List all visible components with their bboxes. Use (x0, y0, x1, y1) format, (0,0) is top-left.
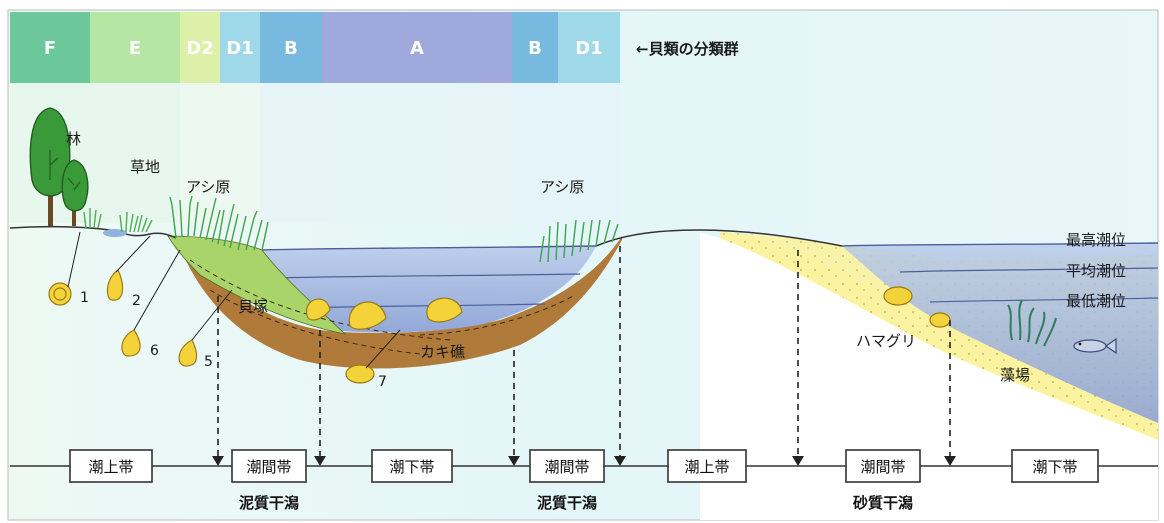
band-label-d1-right: D1 (575, 38, 602, 59)
label-low-tide: 最低潮位 (1066, 292, 1126, 310)
band-f (10, 12, 90, 83)
label-shell-mound: 貝塚 (238, 298, 268, 316)
forest-trees-icon (29, 107, 89, 226)
reed-left-icon (169, 195, 269, 251)
band-label-a: A (410, 38, 424, 59)
band-d1-left (220, 12, 260, 83)
flat-type-mud-1: 泥質干潟 (239, 494, 299, 512)
label-reed-left: アシ原 (186, 178, 230, 196)
band-label-d1-left: D1 (226, 38, 253, 59)
label-oyster-reef: カキ礁 (420, 343, 465, 361)
shell-number-7: 7 (378, 374, 387, 390)
flat-type-mud-2: 泥質干潟 (537, 494, 597, 512)
right-ground-base (700, 233, 1158, 520)
clam-shell-icon (883, 286, 913, 306)
band-d1-right (558, 12, 620, 83)
label-clam: ハマグリ (856, 332, 916, 350)
band-e (90, 12, 180, 83)
seaweed-icon (1007, 299, 1057, 347)
zone-box-intertidal-3 (845, 449, 921, 483)
zone-label-1: 潮上帯 (88, 458, 133, 476)
zone-arrows (212, 246, 956, 466)
shell-number-6: 6 (150, 343, 159, 359)
classification-caption: ←貝類の分類群 (636, 40, 739, 58)
basin-water (262, 246, 596, 333)
sand-flat (720, 232, 1158, 440)
band-b-right (512, 12, 558, 83)
zone-box-supratidal-2 (667, 449, 747, 483)
shell-number-5: 5 (204, 354, 213, 370)
classification-bands: F E D2 D1 B A B D1 (10, 12, 620, 223)
band-b-left (260, 12, 322, 83)
zone-box-subtidal-1 (371, 449, 453, 483)
zone-boxes: 潮上帯 潮間帯 潮下帯 潮間帯 潮上帯 潮間帯 潮下帯 (69, 449, 1099, 483)
shell-icons (48, 269, 951, 384)
label-forest: 林 (66, 130, 81, 148)
zone-label-6: 潮間帯 (860, 458, 905, 476)
oyster-icon (426, 297, 463, 323)
zone-label-4: 潮間帯 (544, 458, 589, 476)
grass-icon (83, 208, 153, 233)
zone-label-2: 潮間帯 (246, 458, 291, 476)
shell-number-2: 2 (132, 293, 141, 309)
oyster-icon (305, 298, 331, 321)
reed-right-icon (539, 219, 619, 263)
band-label-d2: D2 (186, 38, 213, 59)
zone-box-subtidal-2 (1011, 449, 1099, 483)
zone-label-5: 潮上帯 (684, 458, 729, 476)
zone-box-intertidal-1 (231, 449, 307, 483)
band-label-b-left: B (284, 38, 298, 59)
label-mean-tide: 平均潮位 (1066, 262, 1126, 280)
fish-icon (1073, 337, 1117, 355)
shell-number-1: 1 (80, 290, 89, 306)
zone-label-7: 潮下帯 (1032, 458, 1077, 476)
spiral-shell-icon (48, 282, 72, 306)
zone-box-intertidal-2 (529, 449, 605, 483)
zone-box-supratidal-1 (69, 449, 153, 483)
mud-basin (176, 236, 622, 369)
band-d2 (180, 12, 220, 83)
leader-lines (67, 231, 401, 369)
label-reed-right: アシ原 (540, 178, 584, 196)
band-label-e: E (129, 38, 141, 59)
label-seaweed-bed: 藻場 (1000, 366, 1030, 384)
flat-type-sand: 砂質干潟 (853, 494, 913, 512)
right-sea (842, 243, 1158, 423)
oyster-icon (348, 301, 387, 330)
zone-label-3: 潮下帯 (389, 458, 434, 476)
label-grassland: 草地 (130, 158, 160, 176)
band-label-f: F (44, 38, 56, 59)
puddle (103, 229, 127, 237)
clam-shell-icon (929, 312, 951, 328)
band-label-b-right: B (528, 38, 542, 59)
label-high-tide: 最高潮位 (1066, 231, 1126, 249)
oyster-small-icon (345, 364, 375, 384)
band-a (322, 12, 512, 83)
